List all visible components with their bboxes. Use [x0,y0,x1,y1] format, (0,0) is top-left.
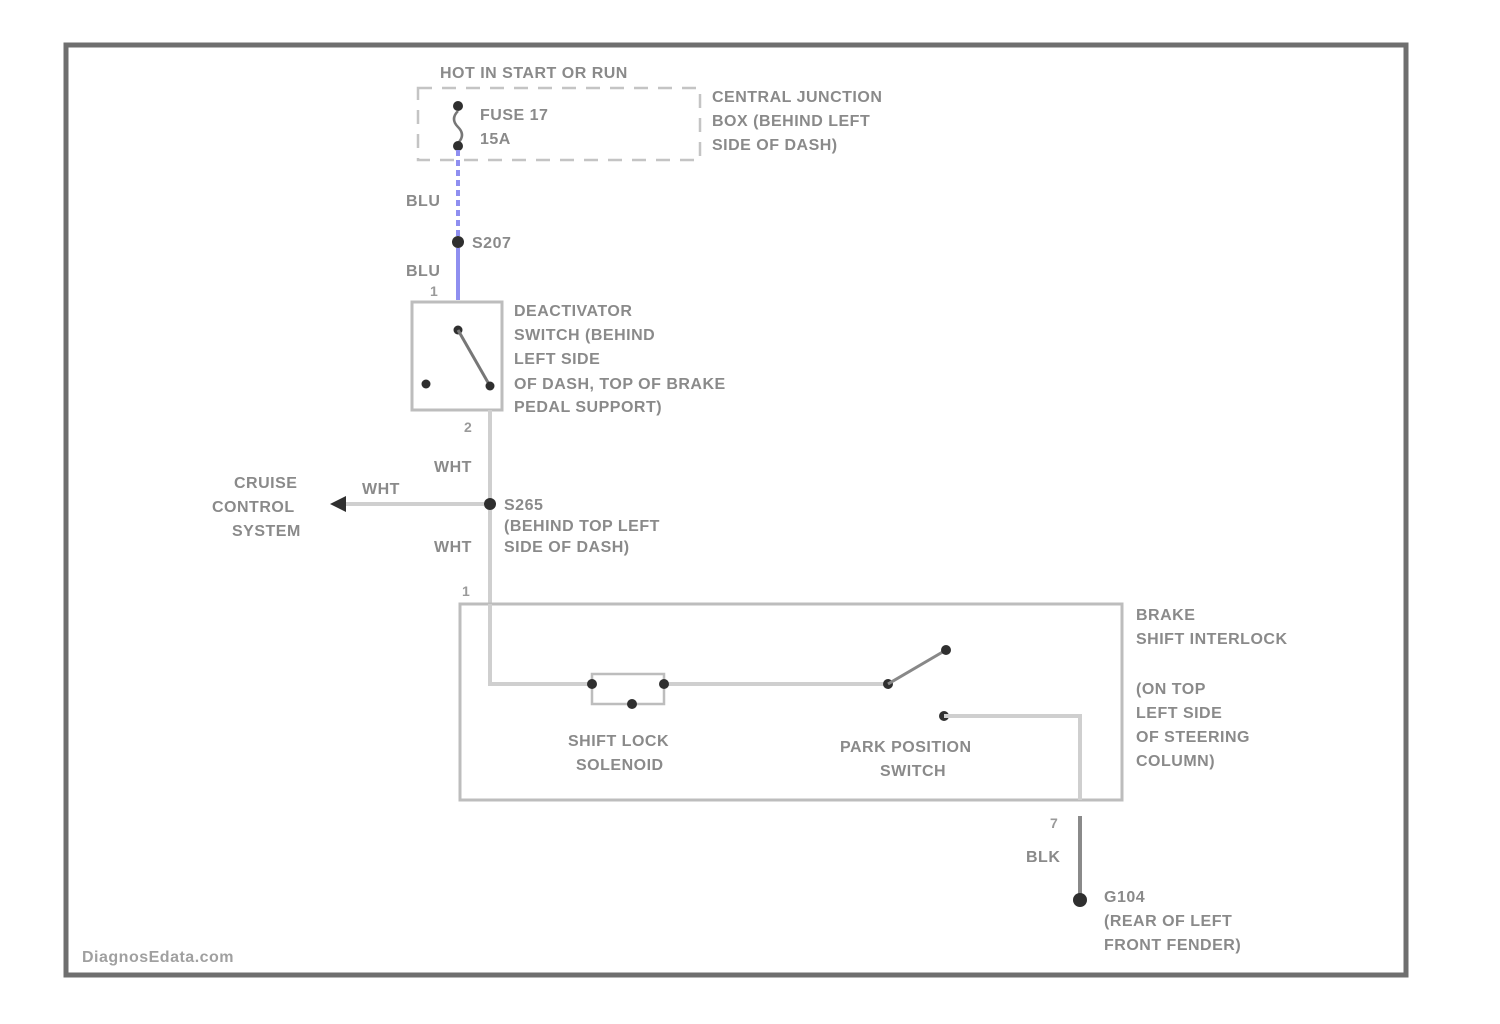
wire-label-blu-1: BLU [406,193,440,210]
junction-label-2: BOX (BEHIND LEFT [712,113,870,130]
deact-label-4: OF DASH, TOP OF BRAKE [514,376,726,393]
solenoid-terminal-2 [659,679,669,689]
wire-label-wht-cruise: WHT [362,481,400,498]
central-junction-box [416,86,702,162]
diagram-frame [63,42,1409,978]
splice-s265 [484,498,496,510]
pin-deact-top: 1 [430,283,438,299]
splice-s265-label-2: SIDE OF DASH) [504,539,630,556]
cruise-label-2: CONTROL [212,499,295,516]
shift-lock-solenoid-icon [590,672,666,706]
ground-g104-icon [1073,893,1087,907]
interlock-label-6: OF STEERING [1136,729,1250,746]
solenoid-label-2: SOLENOID [576,757,664,774]
deact-contact-open [421,379,431,389]
deact-label-1: DEACTIVATOR [514,303,632,320]
deact-switch-arm [456,329,492,387]
deact-label-3: LEFT SIDE [514,351,600,368]
deact-label-2: SWITCH (BEHIND [514,327,655,344]
splice-s265-id: S265 [504,497,543,514]
deact-contact-closed [485,381,495,391]
deact-label-5: PEDAL SUPPORT) [514,399,662,416]
fuse-icon [452,110,464,144]
cruise-label-3: SYSTEM [232,523,301,540]
fuse-rating: 15A [480,131,511,148]
splice-s207-label: S207 [472,235,511,252]
junction-label-1: CENTRAL JUNCTION [712,89,882,106]
brake-shift-interlock-box [458,602,1124,802]
park-switch-arm-tip [941,645,951,655]
park-switch-label-1: PARK POSITION [840,739,972,756]
solenoid-core [627,699,637,709]
interlock-label-7: COLUMN) [1136,753,1215,770]
wire-internal-1 [488,604,592,686]
solenoid-terminal-1 [587,679,597,689]
wire-internal-3 [944,714,1082,800]
interlock-label-5: LEFT SIDE [1136,705,1222,722]
interlock-label-4: (ON TOP [1136,681,1206,698]
cruise-label-1: CRUISE [234,475,297,492]
solenoid-label-1: SHIFT LOCK [568,733,669,750]
fuse-terminal-bottom [453,141,463,151]
park-switch-label-2: SWITCH [880,763,946,780]
ground-id: G104 [1104,889,1145,906]
junction-label-3: SIDE OF DASH) [712,137,838,154]
power-condition-label: HOT IN START OR RUN [440,65,628,82]
ground-label-2: FRONT FENDER) [1104,937,1241,954]
wire-label-wht-2: WHT [434,539,472,556]
wire-label-blu-2: BLU [406,263,440,280]
interlock-label-2: SHIFT INTERLOCK [1136,631,1288,648]
deactivator-switch-box [410,300,504,412]
ground-label-1: (REAR OF LEFT [1104,913,1232,930]
interlock-label-1: BRAKE [1136,607,1195,624]
pin-brake-out: 7 [1050,815,1058,831]
fuse-name: FUSE 17 [480,107,548,124]
arrow-to-cruise-icon [330,496,346,512]
pin-brake-in: 1 [462,583,470,599]
park-switch-arm [887,648,947,686]
wire-label-blk: BLK [1026,849,1060,866]
splice-s265-label-1: (BEHIND TOP LEFT [504,518,660,535]
pin-deact-bottom: 2 [464,419,472,435]
wire-label-wht-1: WHT [434,459,472,476]
splice-s207 [452,236,464,248]
watermark: DiagnosEdata.com [82,949,234,966]
fuse-terminal-top [453,101,463,111]
